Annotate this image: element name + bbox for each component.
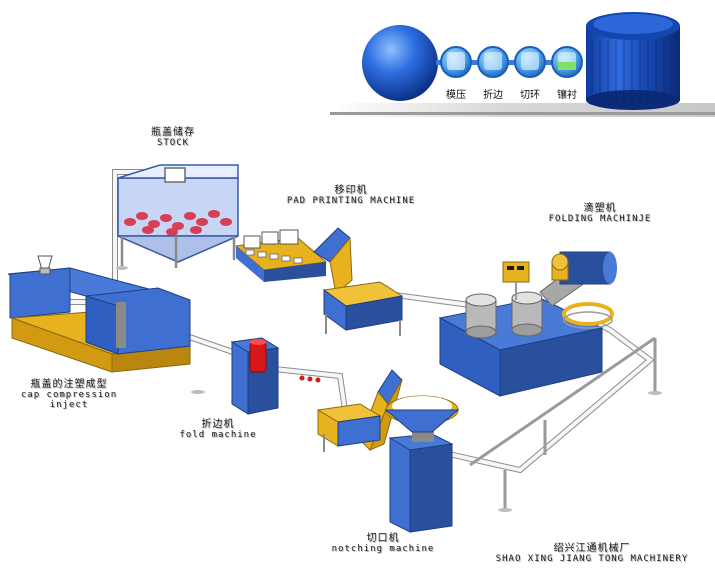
inject-label-en-line1: cap compression [20, 390, 118, 400]
folding-turret-right [511, 291, 543, 337]
folding-extruder [559, 251, 617, 285]
silo-legs [120, 236, 236, 268]
notching-machine-label: 切口机 notching machine [318, 533, 448, 555]
folding-turret-left [465, 293, 497, 339]
blue-sphere-icon [362, 25, 438, 101]
company-label: 绍兴江通机械厂 SHAO XING JIANG TONG MACHINERY [474, 543, 710, 565]
finished-cap-icon [586, 12, 680, 110]
stored-caps [124, 210, 232, 236]
notching-machine-label-zh: 切口机 [366, 533, 400, 544]
company-label-en: SHAO XING JIANG TONG MACHINERY [495, 554, 689, 564]
step-label-cutting: 切环 [520, 90, 540, 101]
notching-hopper-box [316, 403, 382, 452]
fold-machine-label-zh: 折边机 [201, 419, 235, 430]
support-frame [469, 336, 657, 510]
fold-machine-label-en: fold machine [179, 430, 257, 440]
elevator-conveyor [313, 227, 353, 295]
folding-base-side [499, 327, 603, 397]
header-divider-line [330, 112, 715, 115]
folding-machine-label-en: FOLDING MACHINJE [548, 214, 652, 224]
step-label-molding: 模压 [446, 90, 466, 101]
hopper-box [322, 281, 404, 336]
company-label-zh: 绍兴江通机械厂 [553, 543, 631, 554]
step-label-lining: 镶衬 [557, 90, 577, 101]
notching-machine [384, 395, 460, 533]
pad-printing-label-zh: 移印机 [334, 185, 368, 196]
pad-printing-label: 移印机 PAD PRINTING MACHINE [266, 185, 436, 207]
folding-machine-label-zh: 滴塑机 [583, 203, 617, 214]
stock-label: 瓶盖储存 STOCK [128, 127, 218, 149]
turntable-plate [562, 302, 614, 329]
control-panel [502, 261, 530, 300]
pad-printing-label-en: PAD PRINTING MACHINE [286, 196, 416, 206]
pad-heads [243, 229, 299, 249]
pad-table-front [236, 246, 264, 282]
fold-machine-label: 折边机 fold machine [168, 419, 268, 441]
inject-label: 瓶盖的注塑成型 cap compression inject [4, 379, 134, 411]
notching-machine-label-en: notching machine [331, 544, 435, 554]
injection-molding-machine [7, 255, 191, 373]
folding-hopper-yellow [551, 253, 569, 281]
step-cap-molding-icon [440, 46, 472, 78]
inject-label-zh: 瓶盖的注塑成型 [30, 379, 108, 390]
inject-label-en-line2: inject [49, 400, 89, 410]
red-caps-in-pipe [299, 375, 321, 383]
inject-feeder-funnel [37, 255, 53, 275]
stock-silo [117, 164, 239, 268]
inject-clamp-front [85, 295, 119, 355]
pad-printing-machine [234, 229, 328, 282]
header-banner [330, 12, 715, 117]
step-cap-lining-icon [551, 46, 583, 78]
inject-feed-block [9, 267, 71, 319]
floor-pads [116, 266, 662, 512]
folding-machine-label: 滴塑机 FOLDING MACHINJE [530, 203, 670, 225]
fold-red-cylinder [249, 341, 267, 373]
folding-machine [438, 251, 617, 397]
step-cap-cutting-icon [514, 46, 546, 78]
step-cap-folding-icon [477, 46, 509, 78]
inject-grey-plate [116, 302, 126, 348]
silo-feed-box [164, 167, 186, 183]
stock-label-zh: 瓶盖储存 [151, 127, 195, 138]
pad-conveyor-cups [245, 249, 303, 264]
fold-machine [230, 337, 321, 415]
silo-hopper [117, 235, 239, 263]
notching-bowl [384, 395, 460, 433]
pad-table-side [264, 262, 326, 282]
step-label-folding: 折边 [483, 90, 503, 101]
stock-label-en: STOCK [156, 138, 190, 148]
